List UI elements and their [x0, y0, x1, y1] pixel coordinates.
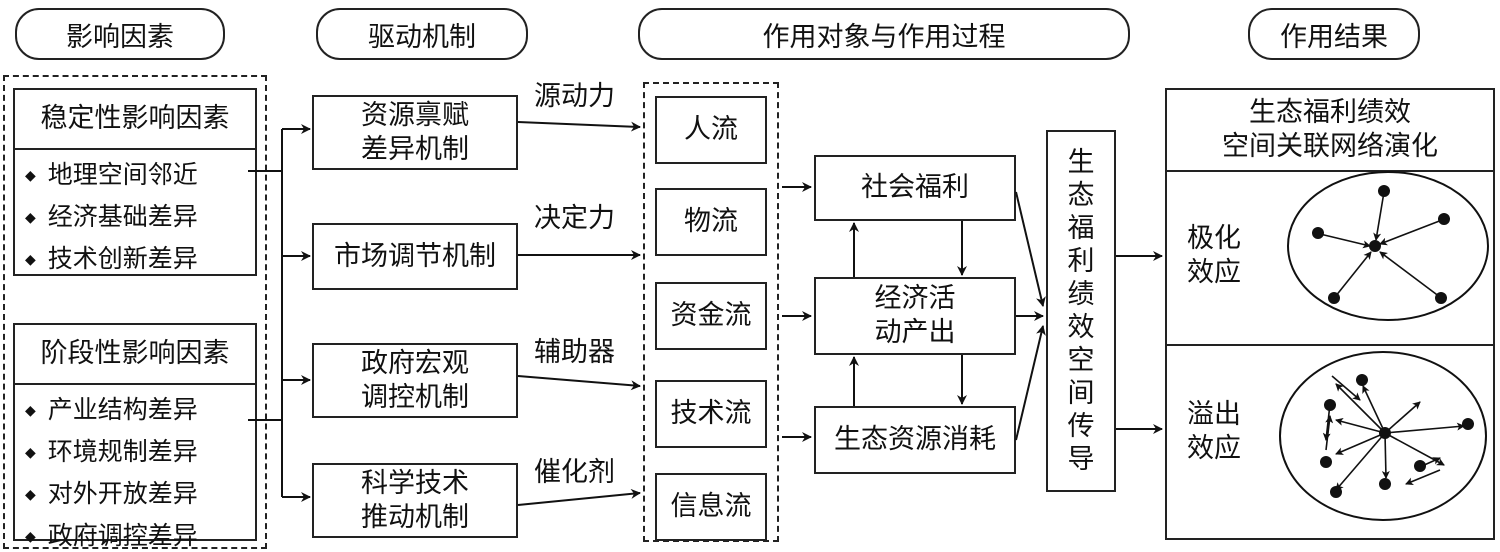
- stable-factors-box: 稳定性影响因素 ◆地理空间邻近 ◆经济基础差异 ◆技术创新差异: [13, 88, 257, 276]
- role-label-auxiliary: 辅助器: [534, 337, 615, 368]
- polarization-section: 极化效应: [1167, 172, 1493, 346]
- network-node: [1320, 456, 1332, 468]
- network-node: [1462, 418, 1474, 430]
- mechanism-government-control: 政府宏观调控机制: [312, 343, 518, 418]
- diamond-bullet-icon: ◆: [25, 210, 36, 226]
- list-item: ◆环境规制差异: [25, 437, 198, 466]
- network-node: [1356, 374, 1368, 386]
- network-node: [1330, 486, 1342, 498]
- network-edge: [1384, 422, 1465, 434]
- arrow: [517, 375, 641, 391]
- list-item: ◆对外开放差异: [25, 479, 198, 508]
- flows-dashed-group: [643, 82, 779, 542]
- network-edge: [1384, 401, 1421, 434]
- stable-factors-list: ◆地理空间邻近 ◆经济基础差异 ◆技术创新差异: [15, 150, 255, 282]
- network-edge: [1381, 432, 1390, 479]
- flow-goods: 物流: [655, 188, 767, 256]
- network-node: [1324, 399, 1336, 411]
- network-edge: [1325, 415, 1334, 451]
- header-driving-mechanism: 驱动机制: [316, 8, 528, 60]
- network-edge: [1379, 219, 1443, 246]
- network-edge: [1373, 191, 1385, 241]
- transmission-text: 生态福利绩效空间传导: [1067, 147, 1095, 475]
- role-label-decisive-power: 决定力: [534, 203, 615, 234]
- flow-information: 信息流: [655, 473, 767, 541]
- network-node: [1414, 460, 1426, 472]
- polarization-label: 极化效应: [1187, 223, 1241, 288]
- list-item: ◆经济基础差异: [25, 202, 198, 231]
- network-edge: [1335, 417, 1386, 434]
- diamond-bullet-icon: ◆: [25, 487, 36, 503]
- mechanism-tech-driving: 科学技术推动机制: [312, 463, 518, 538]
- flow-people: 人流: [655, 96, 767, 164]
- mechanism-market-regulation: 市场调节机制: [312, 223, 518, 290]
- process-eco-resource-consumption: 生态资源消耗: [814, 406, 1016, 474]
- arrow: [1015, 325, 1046, 441]
- network-edge: [1331, 375, 1361, 401]
- diamond-bullet-icon: ◆: [25, 168, 36, 184]
- process-economic-output: 经济活动产出: [814, 277, 1016, 355]
- result-title: 生态福利绩效空间关联网络演化: [1167, 90, 1493, 172]
- network-node: [1312, 227, 1324, 239]
- network-node: [1378, 185, 1390, 197]
- stable-factors-title: 稳定性影响因素: [15, 90, 255, 150]
- diamond-bullet-icon: ◆: [25, 445, 36, 461]
- factors-dashed-group: [3, 75, 267, 549]
- network-edge: [1405, 469, 1441, 486]
- network-edge: [1334, 251, 1372, 298]
- network-edge: [1362, 385, 1386, 434]
- arrow: [517, 121, 641, 132]
- network-edge: [1335, 432, 1386, 455]
- network-node: [1328, 292, 1340, 304]
- network-node: [1438, 213, 1450, 225]
- diamond-bullet-icon: ◆: [25, 252, 36, 268]
- spillover-label: 溢出效应: [1187, 399, 1241, 464]
- flow-capital: 资金流: [655, 282, 767, 350]
- network-node: [1369, 240, 1381, 252]
- stage-factors-list: ◆产业结构差异 ◆环境规制差异 ◆对外开放差异 ◆政府调控差异: [15, 385, 255, 552]
- role-label-catalyst: 催化剂: [534, 457, 615, 488]
- transmission-box: 生态福利绩效空间传导: [1046, 130, 1116, 492]
- process-social-welfare: 社会福利: [814, 155, 1016, 221]
- diamond-bullet-icon: ◆: [25, 529, 36, 545]
- polarization-ellipse: [1287, 171, 1489, 321]
- header-object-process: 作用对象与作用过程: [638, 8, 1130, 60]
- mechanism-resource-endowment: 资源禀赋差异机制: [312, 95, 518, 170]
- network-edge: [1319, 233, 1371, 249]
- stage-factors-title: 阶段性影响因素: [15, 325, 255, 385]
- list-item: ◆产业结构差异: [25, 395, 198, 424]
- network-node: [1435, 292, 1447, 304]
- arrow: [517, 488, 641, 506]
- role-label-source-power: 源动力: [534, 81, 615, 112]
- spillover-ellipse: [1279, 351, 1487, 521]
- network-edge: [1335, 432, 1386, 491]
- header-influence-factors: 影响因素: [15, 8, 225, 60]
- diamond-bullet-icon: ◆: [25, 403, 36, 419]
- list-item: ◆政府调控差异: [25, 521, 198, 550]
- flow-technology: 技术流: [655, 380, 767, 448]
- list-item: ◆地理空间邻近: [25, 160, 198, 189]
- list-item: ◆技术创新差异: [25, 244, 198, 273]
- network-edge: [1379, 251, 1441, 298]
- header-result: 作用结果: [1248, 8, 1420, 60]
- network-edge: [1335, 383, 1386, 434]
- network-node: [1379, 427, 1391, 439]
- network-node: [1379, 478, 1391, 490]
- stage-factors-box: 阶段性影响因素 ◆产业结构差异 ◆环境规制差异 ◆对外开放差异 ◆政府调控差异: [13, 323, 257, 550]
- arrow: [1015, 191, 1046, 307]
